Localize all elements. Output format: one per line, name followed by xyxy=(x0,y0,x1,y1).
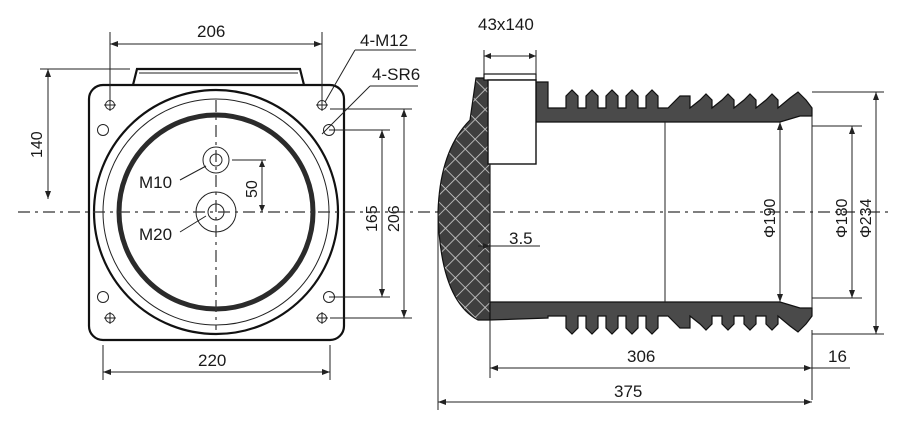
dim-dia-outer: Φ234 xyxy=(858,198,875,238)
dim-wall: 3.5 xyxy=(509,229,533,248)
dim-top-width: 206 xyxy=(197,22,225,41)
rear-dome xyxy=(437,77,491,321)
dim-body-length: 306 xyxy=(627,347,655,366)
dim-bolt-offset: 50 xyxy=(244,180,261,198)
dim-dia-inner: Φ190 xyxy=(762,198,779,238)
m10-boss xyxy=(202,146,230,174)
dim-height-left: 140 xyxy=(29,131,46,158)
dim-base-width: 220 xyxy=(198,351,226,370)
label-m20: M20 xyxy=(139,225,172,244)
label-thread-holes: 4-M12 xyxy=(360,31,408,50)
top-lug xyxy=(131,67,306,86)
dim-total-length: 375 xyxy=(614,382,642,401)
front-view: 206 4-M12 4-SR6 140 M10 50 M20 165 xyxy=(29,22,420,380)
top-wall xyxy=(535,81,813,123)
slot-box xyxy=(483,73,537,81)
side-view: 43x140 3.5 Φ190 Φ180 Φ234 306 xyxy=(437,15,884,410)
dim-flange-length: 16 xyxy=(828,347,847,366)
dim-dia-mid: Φ180 xyxy=(834,198,851,238)
dim-slot-size: 43x140 xyxy=(478,15,534,34)
label-m10: M10 xyxy=(139,173,172,192)
thread-hole-set xyxy=(104,99,328,324)
dim-outer-span: 206 xyxy=(386,205,403,232)
dim-inner-span: 165 xyxy=(364,205,381,232)
label-sr-holes: 4-SR6 xyxy=(372,65,420,84)
bottom-wall xyxy=(489,301,813,335)
